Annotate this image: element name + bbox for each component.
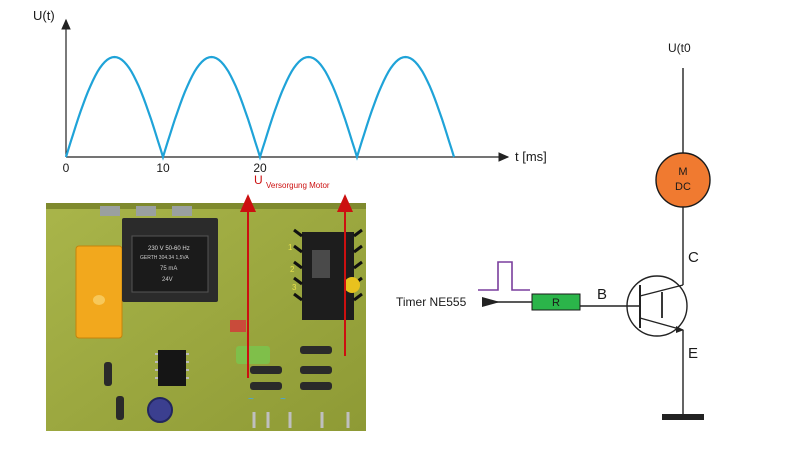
supply-label: U (254, 173, 263, 187)
x-axis-label: t [ms] (515, 149, 547, 164)
green-capacitor (236, 346, 270, 364)
motor-label-m: M (678, 166, 687, 178)
supply-voltage-label: U(t0 (668, 41, 691, 55)
transformer: 230 V 50-60 Hz GERTH 304.34 1,5VA 75 mA … (122, 218, 218, 302)
emitter-label: E (688, 345, 698, 362)
svg-text:~: ~ (248, 394, 254, 405)
svg-text:75 mA: 75 mA (160, 266, 177, 272)
supply-sublabel: Versorgung Motor (266, 181, 330, 190)
orange-component (75, 245, 123, 339)
svg-text:230 V 50-60 Hz: 230 V 50-60 Hz (148, 246, 190, 252)
terminal-number: 3 (292, 283, 297, 292)
diodes (104, 346, 332, 420)
input-arrow (482, 297, 500, 307)
resistor-label: R (552, 297, 560, 309)
screw-terminal (172, 206, 192, 216)
motor-label-dc: DC (675, 181, 691, 193)
rectified-sine-series (64, 55, 456, 161)
electrolytic-capacitor (147, 397, 173, 423)
heatsink (293, 228, 363, 320)
svg-text:24V: 24V (162, 277, 173, 283)
pulse-signal-icon (478, 261, 530, 291)
x-tick-label: 20 (253, 161, 267, 175)
pcb-photo: 230 V 50-60 Hz GERTH 304.34 1,5VA 75 mA … (46, 173, 366, 431)
small-component (230, 320, 246, 332)
terminal-number: 2 (290, 265, 295, 274)
screw-terminal (100, 206, 120, 216)
base-label: B (597, 286, 607, 303)
timer-label: Timer NE555 (396, 295, 467, 309)
x-tick-label: 10 (156, 161, 170, 175)
ic-chip (158, 350, 186, 386)
waveform-chart: U(t) t [ms] 0 10 20 (33, 8, 547, 175)
svg-text:GERTH 304.34 1,5VA: GERTH 304.34 1,5VA (140, 255, 189, 261)
screw-terminal (136, 206, 156, 216)
dc-motor (655, 152, 711, 208)
ground-symbol (662, 414, 704, 420)
y-axis-label: U(t) (33, 8, 55, 23)
collector-label: C (688, 249, 699, 266)
terminal-number: 1 (288, 243, 293, 252)
circuit-schematic: U(t0 M DC C E B R Timer NE555 (396, 41, 711, 420)
svg-text:~: ~ (280, 394, 286, 405)
x-tick-label: 0 (63, 161, 70, 175)
